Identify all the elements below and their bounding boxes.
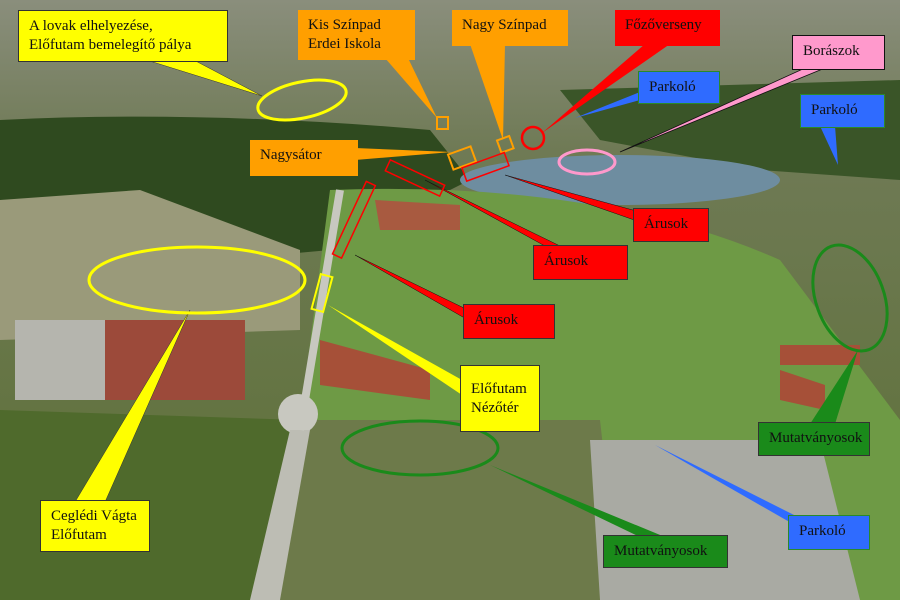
callout-parking-3: Parkoló (788, 515, 870, 550)
pointer-vendors-3 (354, 254, 469, 321)
callout-horses: A lovak elhelyezése, Előfutam bemelegítő… (18, 10, 228, 62)
callout-cooking: Főzőverseny (615, 10, 720, 46)
marker-winemakers (557, 148, 617, 176)
pointer-vendors-1 (504, 174, 641, 223)
pointer-vendors-2 (424, 179, 561, 247)
callout-big-stage: Nagy Színpad (452, 10, 568, 46)
callout-winemakers: Borászok (792, 35, 885, 70)
label-line: Kis Színpad (308, 17, 381, 33)
callout-vendors-1: Árusok (633, 208, 709, 242)
pointer-big-stage (470, 44, 505, 140)
callout-race: Ceglédi Vágta Előfutam (40, 500, 150, 552)
pointer-cooking (542, 44, 670, 133)
label-line: A lovak elhelyezése, (29, 18, 153, 34)
callout-parking-2: Parkoló (800, 94, 885, 128)
marker-small-stage (436, 116, 449, 130)
label-line: Előfutam (471, 381, 527, 397)
marker-performers-1 (811, 243, 889, 353)
pointer-small-stage (385, 58, 437, 118)
label-line: Ceglédi Vágta (51, 508, 137, 524)
marker-race-track (87, 245, 307, 315)
callout-parking-1: Parkoló (638, 71, 720, 104)
label-line: Előfutam (51, 527, 107, 543)
pointer-race (74, 309, 191, 503)
marker-big-tent (446, 145, 478, 171)
pointer-parking-1 (575, 92, 640, 118)
callout-small-stage: Kis Színpad Erdei Iskola (298, 10, 415, 60)
pointer-parking-2 (820, 126, 838, 165)
pointer-parking-3 (655, 445, 800, 528)
callout-big-tent: Nagysátor (250, 140, 358, 176)
label-line: Erdei Iskola (308, 36, 381, 52)
marker-performers-2 (340, 419, 500, 477)
pointer-performers-2 (490, 465, 665, 537)
marker-grandstand (310, 272, 334, 314)
callout-grandstand: Előfutam Nézőtér (460, 365, 540, 432)
pointer-grandstand (328, 305, 462, 395)
callout-vendors-2: Árusok (533, 245, 628, 280)
marker-vendors-3 (331, 180, 377, 260)
marker-horses-area (256, 78, 348, 122)
label-line: Előfutam bemelegítő pálya (29, 37, 192, 53)
callout-vendors-3: Árusok (463, 304, 555, 339)
pointer-big-tent (355, 148, 452, 160)
callout-performers-1: Mutatványosok (758, 422, 870, 456)
marker-vendors-1 (460, 151, 510, 183)
callout-performers-2: Mutatványosok (603, 535, 728, 568)
label-line: Nézőtér (471, 400, 519, 416)
marker-cooking (520, 125, 546, 151)
pointer-performers-1 (810, 350, 858, 424)
marker-vendors-2 (384, 158, 446, 198)
pointer-horses (139, 57, 263, 97)
marker-big-stage (495, 134, 515, 154)
